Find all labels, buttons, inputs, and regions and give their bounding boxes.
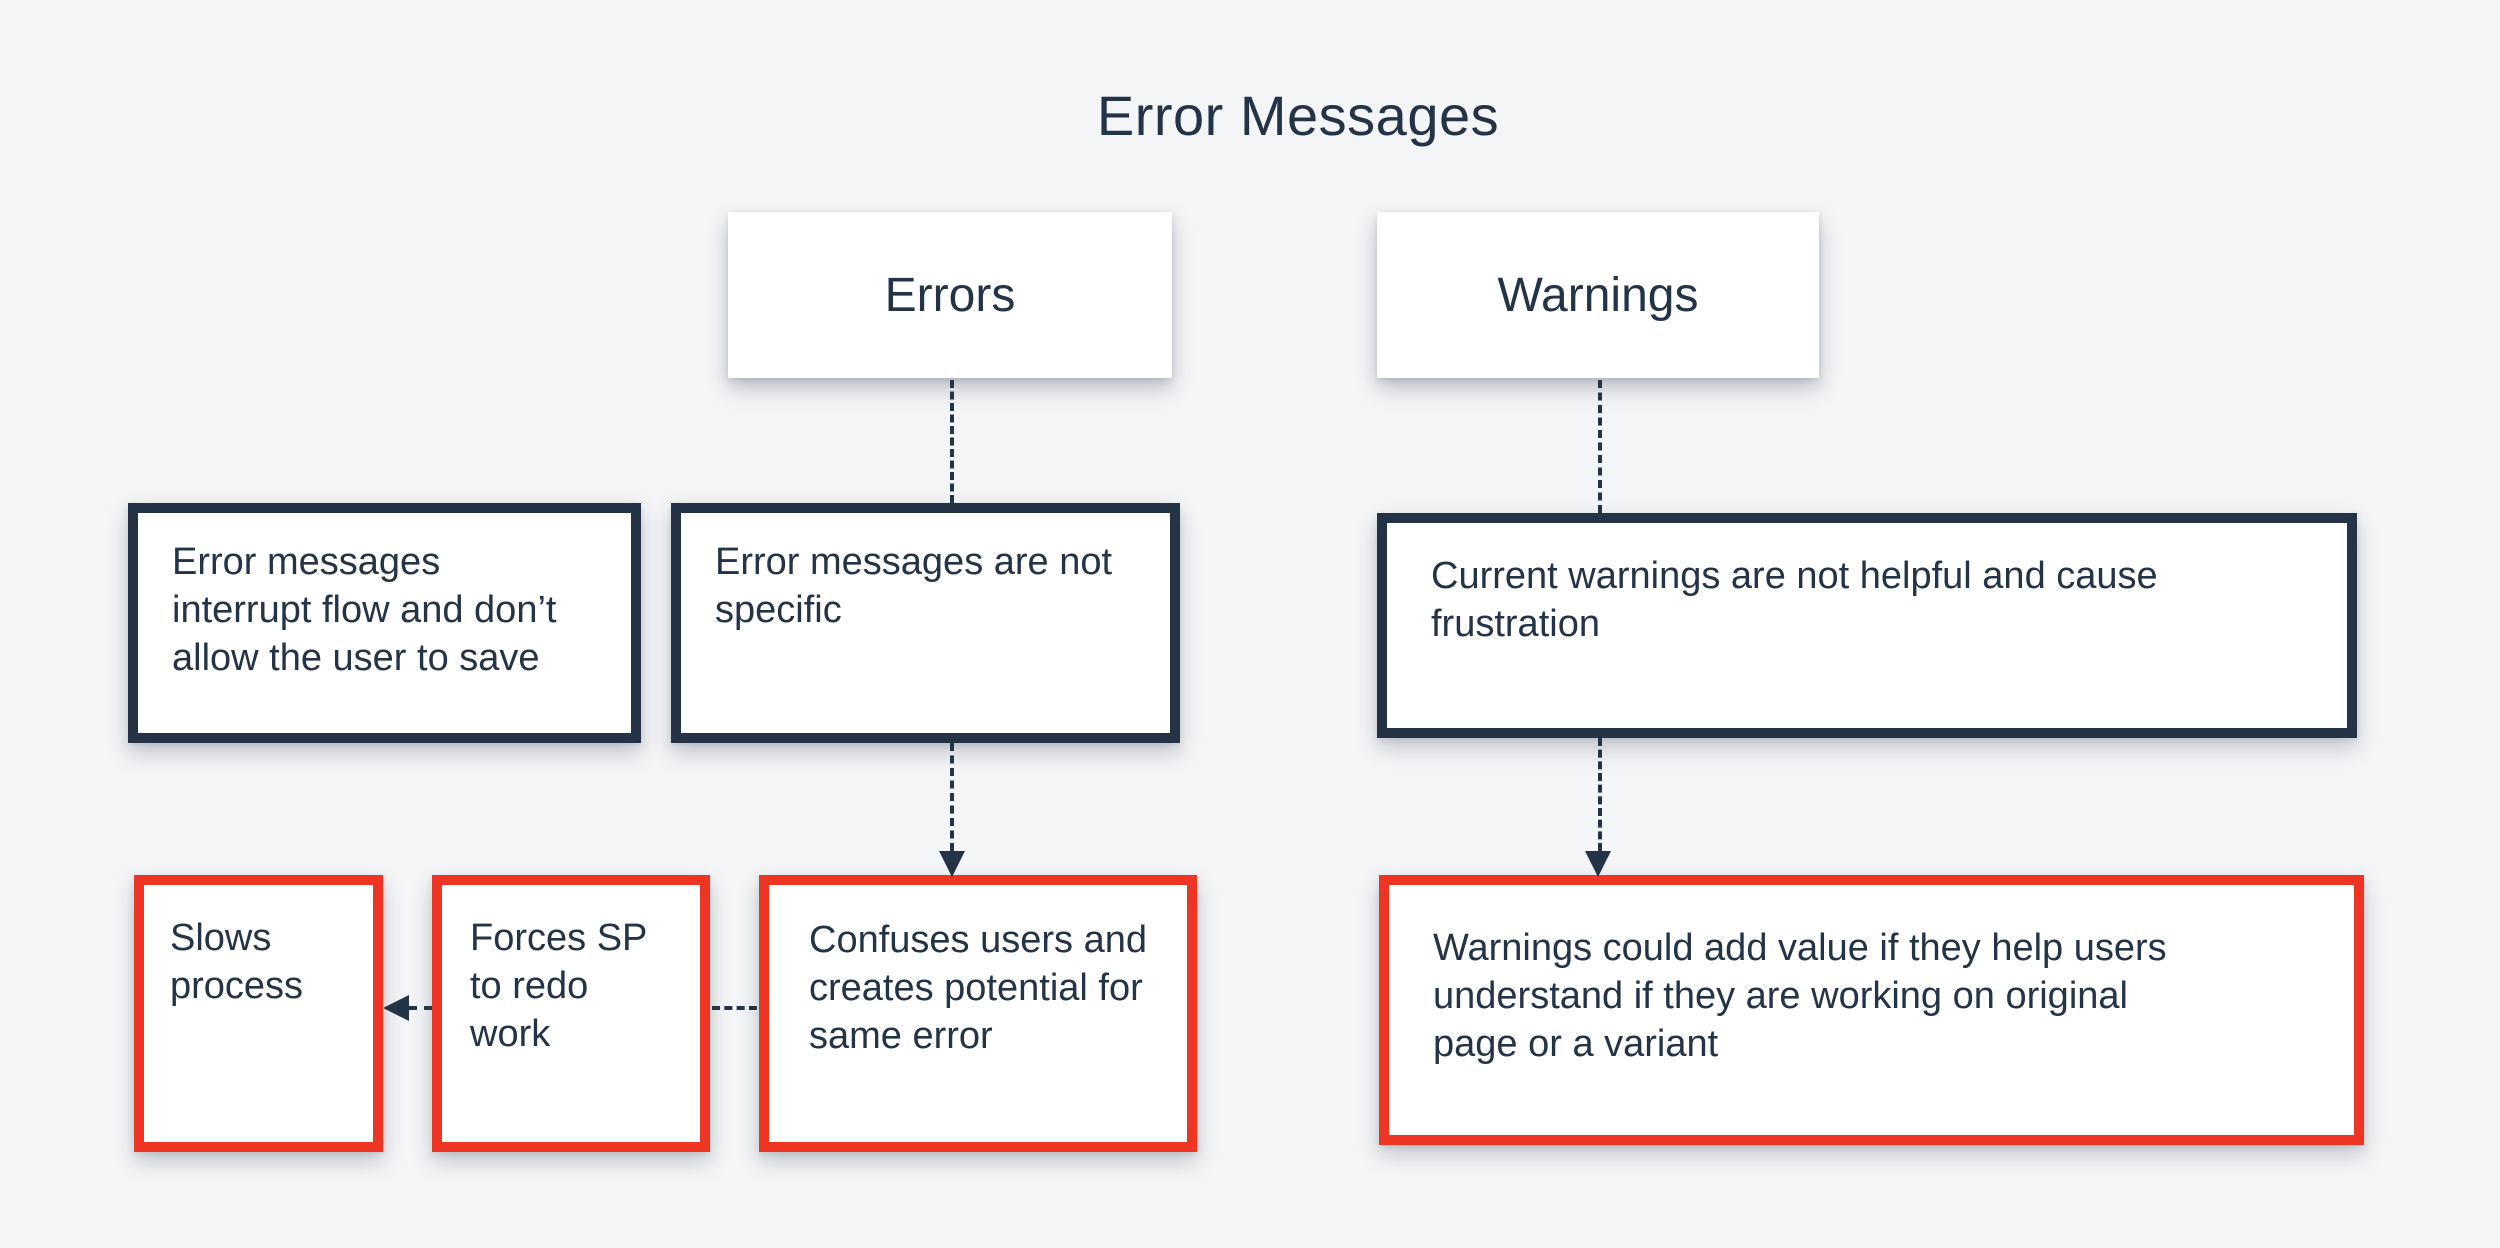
node-warnings-header[interactable]: Warnings	[1377, 212, 1819, 378]
node-forces-sp-redo-text: Forces SP to redo work	[470, 917, 647, 1055]
connector-frustration-to-value	[1598, 738, 1602, 851]
node-error-interrupt-flow[interactable]: Error messages interrupt flow and don’t …	[128, 503, 641, 743]
arrowhead-down-icon	[939, 851, 965, 877]
node-errors-header-label: Errors	[884, 268, 1016, 322]
node-warnings-frustration-text: Current warnings are not helpful and cau…	[1431, 555, 2158, 645]
node-errors-not-specific-text: Error messages are not specific	[715, 541, 1113, 631]
node-warnings-add-value-text: Warnings could add value if they help us…	[1433, 927, 2167, 1065]
node-warnings-header-label: Warnings	[1497, 268, 1699, 322]
node-slows-process-text: Slows process	[170, 917, 304, 1007]
connector-warnings-to-frustration	[1598, 380, 1602, 513]
node-warnings-add-value[interactable]: Warnings could add value if they help us…	[1379, 875, 2364, 1145]
connector-not-specific-to-confuses	[950, 743, 954, 851]
node-errors-header[interactable]: Errors	[728, 212, 1172, 378]
connector-forces-to-slows	[409, 1006, 432, 1010]
node-errors-not-specific[interactable]: Error messages are not specific	[671, 503, 1180, 743]
node-confuses-users-text: Confuses users and creates potential for…	[809, 919, 1147, 1057]
connector-errors-to-not-specific	[950, 380, 954, 503]
connector-confuses-to-forces	[712, 1006, 757, 1010]
node-confuses-users[interactable]: Confuses users and creates potential for…	[759, 875, 1197, 1152]
arrowhead-down-icon	[1585, 851, 1611, 877]
node-warnings-frustration[interactable]: Current warnings are not helpful and cau…	[1377, 513, 2357, 738]
arrowhead-left-icon	[383, 995, 409, 1021]
diagram-title: Error Messages	[1096, 84, 1500, 147]
node-error-interrupt-flow-text: Error messages interrupt flow and don’t …	[172, 541, 557, 679]
node-slows-process[interactable]: Slows process	[134, 875, 383, 1152]
node-forces-sp-redo[interactable]: Forces SP to redo work	[432, 875, 710, 1152]
